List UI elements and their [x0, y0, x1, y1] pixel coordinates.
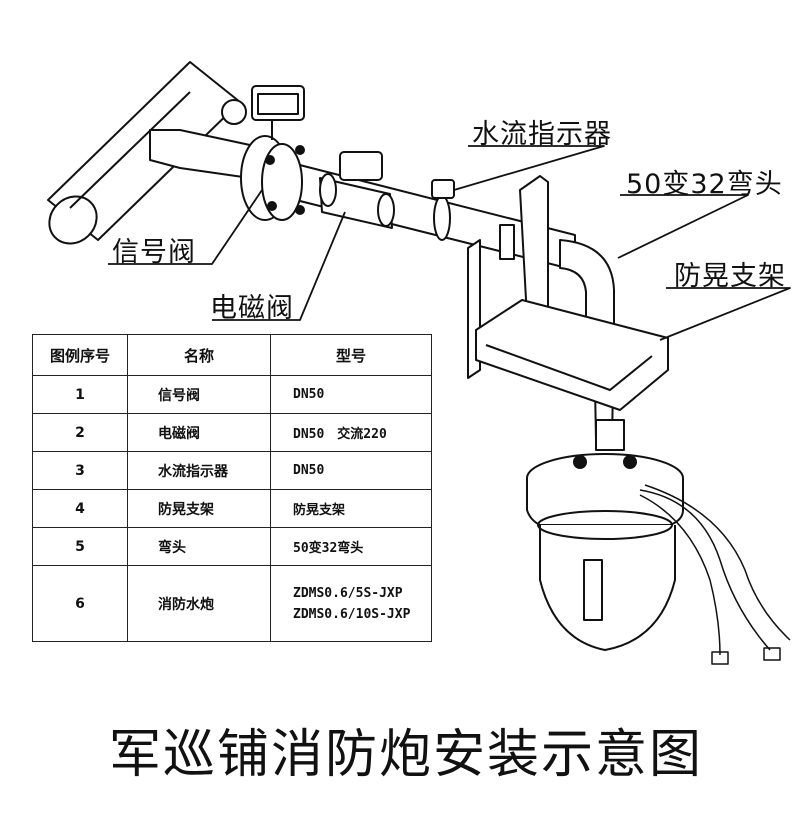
legend-row: 1 信号阀 DN50 — [32, 375, 432, 414]
legend-model: ZDMS0.6/5S-JXP ZDMS0.6/10S-JXP — [270, 565, 432, 642]
water-flow-indicator — [431, 179, 455, 241]
legend-model: 50变32弯头 — [270, 527, 432, 566]
legend-model: 防晃支架 — [270, 489, 432, 528]
signal-valve — [221, 85, 305, 221]
legend-model-line: ZDMS0.6/10S-JXP — [293, 606, 411, 622]
legend-header-name: 名称 — [127, 334, 271, 376]
main-supply-pipe — [47, 61, 241, 245]
legend-model: DN50 — [270, 375, 432, 414]
fire-water-cannon — [526, 419, 684, 651]
solenoid-valve — [319, 151, 395, 229]
legend-num: 5 — [32, 527, 128, 566]
legend-table: 图例序号 名称 型号 1 信号阀 DN50 2 电磁阀 DN50 交流220 3… — [32, 334, 432, 642]
diagram-title: 军巡铺消防炮安装示意图 — [108, 725, 703, 785]
legend-num: 3 — [32, 451, 128, 490]
anti-sway-bracket — [467, 175, 669, 411]
legend-row: 5 弯头 50变32弯头 — [32, 527, 432, 566]
legend-row: 3 水流指示器 DN50 — [32, 451, 432, 490]
legend-name: 电磁阀 — [127, 413, 271, 452]
callout-elbow: 50变32弯头 — [626, 169, 783, 200]
legend-num: 1 — [32, 375, 128, 414]
cannon-cables — [639, 484, 791, 665]
legend-model: DN50 交流220 — [270, 413, 432, 452]
legend-num: 6 — [32, 565, 128, 642]
callout-leaders — [108, 145, 791, 341]
legend-row: 2 电磁阀 DN50 交流220 — [32, 413, 432, 452]
legend-header-num: 图例序号 — [32, 334, 128, 376]
legend-name: 水流指示器 — [127, 451, 271, 490]
callout-water-flow-indicator: 水流指示器 — [472, 119, 612, 150]
legend-name: 弯头 — [127, 527, 271, 566]
callout-anti-sway-bracket: 防晃支架 — [674, 261, 786, 292]
legend-num: 2 — [32, 413, 128, 452]
legend-model-line: ZDMS0.6/5S-JXP — [293, 585, 403, 601]
legend-name: 消防水炮 — [127, 565, 271, 642]
callout-solenoid-valve: 电磁阀 — [210, 293, 294, 324]
callout-signal-valve: 信号阀 — [112, 237, 196, 268]
legend-num: 4 — [32, 489, 128, 528]
legend-name: 防晃支架 — [127, 489, 271, 528]
legend-row: 6 消防水炮 ZDMS0.6/5S-JXP ZDMS0.6/10S-JXP — [32, 565, 432, 642]
legend-header-row: 图例序号 名称 型号 — [32, 334, 432, 376]
legend-row: 4 防晃支架 防晃支架 — [32, 489, 432, 528]
legend-model: DN50 — [270, 451, 432, 490]
legend-header-model: 型号 — [270, 334, 432, 376]
legend-name: 信号阀 — [127, 375, 271, 414]
